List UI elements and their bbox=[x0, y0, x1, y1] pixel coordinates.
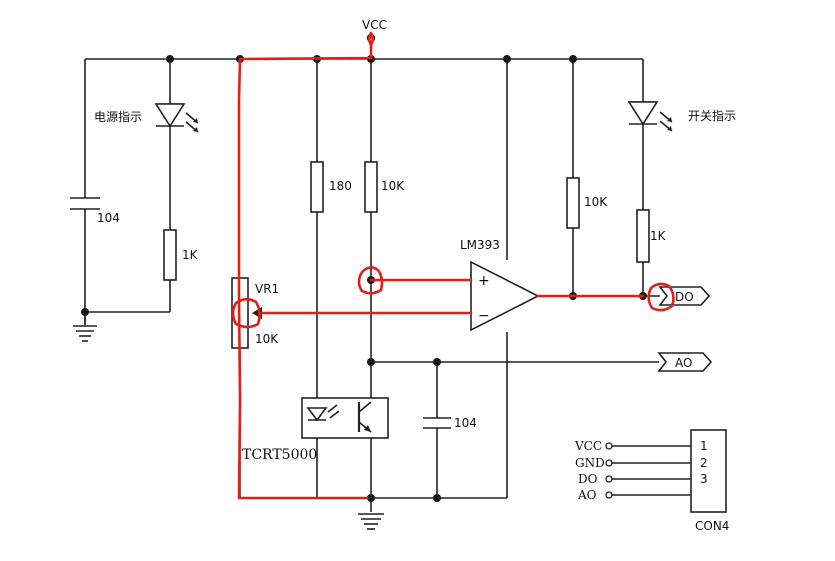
vr1-label: VR1 bbox=[255, 282, 279, 296]
con-pin-number: 2 bbox=[700, 456, 708, 470]
opamp-minus-label: − bbox=[478, 308, 490, 324]
do-port-label: DO bbox=[675, 290, 694, 304]
ground-symbol-bottom bbox=[358, 513, 384, 530]
con-pin-name: GND bbox=[575, 456, 605, 470]
r-switch-label: 1K bbox=[650, 229, 667, 243]
r180-label: 180 bbox=[329, 179, 352, 193]
switch-led-icon bbox=[627, 101, 673, 132]
switch-led-label: 开关指示 bbox=[688, 108, 736, 123]
tcrt5000-sensor bbox=[301, 397, 389, 439]
r-power-label: 1K bbox=[182, 248, 199, 262]
cap1-label: 104 bbox=[97, 211, 120, 225]
vcc-label: VCC bbox=[362, 18, 387, 32]
r10k-pullup-label: 10K bbox=[584, 195, 608, 209]
con-pin-name: DO bbox=[578, 472, 598, 486]
resistor-1k-switch bbox=[636, 209, 650, 263]
resistor-180 bbox=[310, 161, 324, 213]
resistor-1k-power bbox=[163, 229, 177, 281]
power-led-icon bbox=[154, 103, 199, 133]
connector-con4 bbox=[605, 429, 727, 513]
tcrt-label: TCRT5000 bbox=[242, 447, 317, 463]
cap2-label: 104 bbox=[454, 416, 477, 430]
lm393-opamp bbox=[470, 260, 540, 332]
power-led-label: 电源指示 bbox=[94, 109, 142, 124]
vr1-value-label: 10K bbox=[255, 332, 279, 346]
r10k-top-label: 10K bbox=[381, 179, 405, 193]
resistor-10k-top bbox=[364, 161, 378, 213]
con-pin-number: 1 bbox=[700, 439, 708, 453]
con-pin-number: 3 bbox=[700, 472, 708, 486]
opamp-plus-label: + bbox=[478, 273, 490, 289]
con4-title: CON4 bbox=[695, 519, 729, 533]
resistor-10k-pullup bbox=[566, 177, 580, 229]
red-annotations bbox=[231, 31, 675, 500]
wires bbox=[84, 58, 660, 512]
lm393-label: LM393 bbox=[460, 238, 500, 252]
con-pin-name: AO bbox=[577, 488, 597, 502]
ao-port bbox=[657, 352, 713, 372]
ao-port-label: AO bbox=[675, 356, 692, 370]
ground-symbol-left bbox=[73, 325, 97, 342]
capacitor-104-lower bbox=[423, 417, 451, 429]
con-pin-name: VCC bbox=[574, 439, 602, 453]
capacitor-104-left bbox=[70, 197, 100, 210]
